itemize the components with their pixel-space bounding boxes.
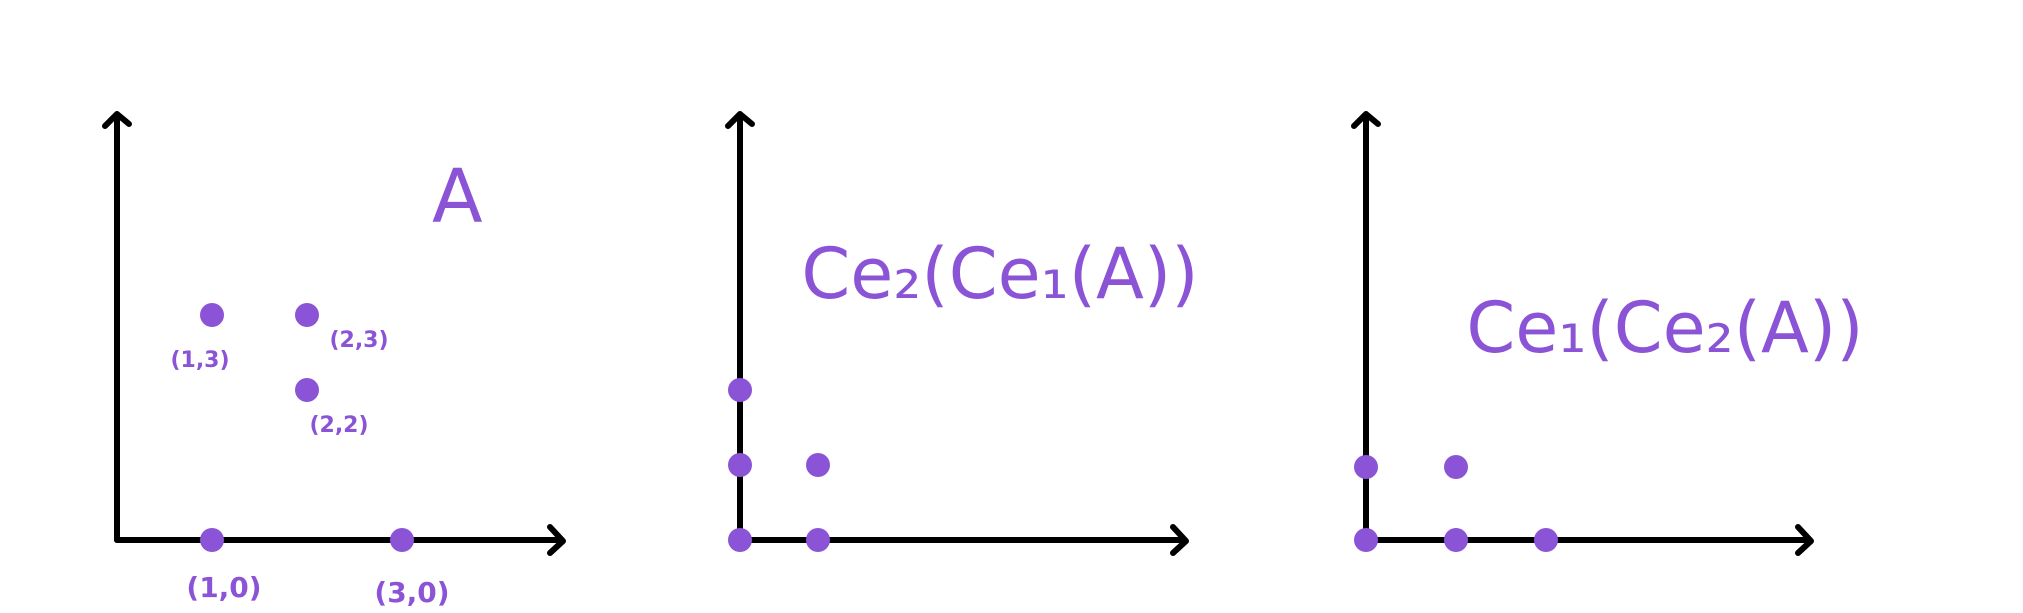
- data-point: [806, 453, 830, 477]
- panel-ce1-ce2-a: Ce₁(Ce₂(A)): [1351, 111, 1864, 556]
- data-point: [728, 528, 752, 552]
- panel-title: A: [432, 154, 483, 240]
- data-point: [1444, 455, 1468, 479]
- data-point: [295, 303, 319, 327]
- panel-title: Ce₁(Ce₂(A)): [1466, 287, 1863, 369]
- point-group: [728, 378, 830, 552]
- point-group: [200, 303, 414, 552]
- panel-title: Ce₂(Ce₁(A)): [801, 233, 1198, 315]
- data-point: [1354, 455, 1378, 479]
- data-point: [1444, 528, 1468, 552]
- data-point: [1534, 528, 1558, 552]
- data-point: [295, 378, 319, 402]
- data-point: [1354, 528, 1378, 552]
- data-point: [728, 453, 752, 477]
- data-point: [390, 528, 414, 552]
- y-axis-arrow: [102, 111, 132, 543]
- x-axis-arrow: [114, 524, 566, 556]
- point-label: (2,3): [329, 328, 388, 353]
- x-axis-arrow: [1363, 524, 1814, 556]
- panel-a: A (1,3) (2,3) (2,2) (1,0) (3,0): [102, 111, 566, 609]
- point-label: (1,3): [170, 348, 229, 373]
- panel-ce2-ce1-a: Ce₂(Ce₁(A)): [725, 111, 1199, 556]
- data-point: [200, 528, 224, 552]
- data-point: [728, 378, 752, 402]
- point-label: (1,0): [186, 571, 261, 604]
- point-label: (3,0): [374, 576, 449, 609]
- point-label: (2,2): [309, 413, 368, 438]
- data-point: [200, 303, 224, 327]
- data-point: [806, 528, 830, 552]
- label-group: (1,3) (2,3) (2,2) (1,0) (3,0): [170, 328, 449, 609]
- point-group: [1354, 455, 1558, 552]
